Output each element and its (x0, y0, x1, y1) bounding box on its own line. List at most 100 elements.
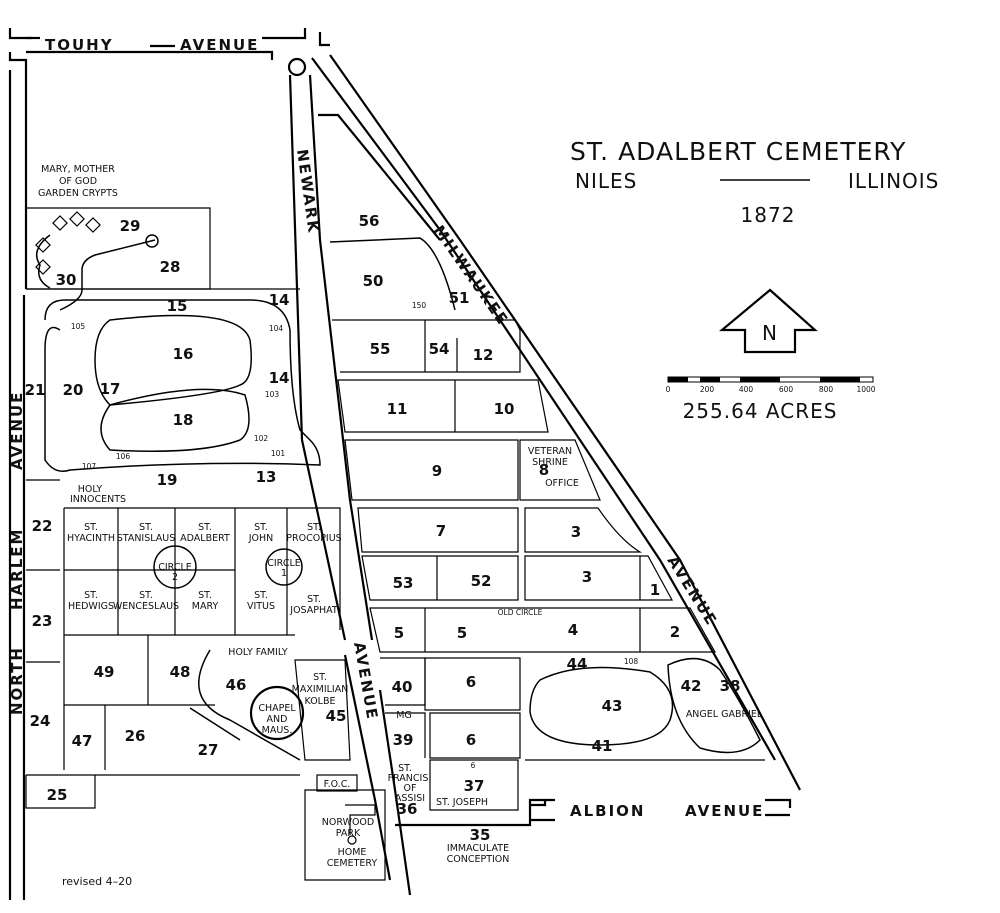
marker-102: 102 (254, 434, 269, 443)
hyacinth-label-1: ST. (84, 522, 98, 533)
section-21: 21 (25, 381, 46, 399)
section-55: 55 (370, 340, 391, 358)
section-37: 37 (464, 777, 485, 795)
north-arrow-icon: N (718, 288, 818, 354)
st-francis-label-1: ST. (398, 763, 412, 774)
section-28: 28 (160, 258, 181, 276)
revised-label: revised 4–20 (62, 875, 132, 888)
section-14a: 14 (269, 291, 290, 309)
section-23: 23 (32, 612, 53, 630)
acres-label: 255.64 ACRES (683, 399, 838, 423)
mary-mother-label-1: MARY, MOTHER (41, 164, 115, 175)
north-label: N (762, 321, 778, 345)
milwaukee-label: MILWAUKEE (430, 222, 513, 329)
josaphat-label-2: JOSAPHAT (289, 605, 338, 616)
section-38: 38 (720, 677, 741, 695)
section-19: 19 (157, 471, 178, 489)
norwood-label-2: PARK (336, 828, 361, 839)
innocents-label: INNOCENTS (70, 494, 126, 505)
section-5b: 5 (457, 624, 467, 642)
section-52: 52 (471, 572, 492, 590)
state-label: ILLINOIS (848, 169, 939, 193)
section-11: 11 (387, 400, 408, 418)
scale-tick-400: 400 (739, 385, 754, 394)
section-49: 49 (94, 663, 115, 681)
st-francis-label-4: ASSISI (395, 793, 425, 804)
kolbe-label-3: KOLBE (304, 696, 335, 707)
office-label: OFFICE (545, 478, 579, 489)
stanislaus-label-2: STANISLAUS (117, 533, 176, 544)
scale-tick-0: 0 (666, 385, 671, 394)
scale-tick-600: 600 (779, 385, 794, 394)
section-outlines (25, 207, 765, 881)
albion-avenue-label: AVENUE (685, 802, 764, 820)
section-51: 51 (449, 289, 470, 307)
section-12: 12 (473, 346, 494, 364)
josaphat-label-1: ST. (307, 594, 321, 605)
section-27: 27 (198, 741, 219, 759)
section-25: 25 (47, 786, 68, 804)
section-50: 50 (363, 272, 384, 290)
section-41: 41 (592, 737, 613, 755)
section-3a: 3 (571, 523, 581, 541)
circle-1-label-2: 1 (281, 568, 287, 579)
hyacinth-label-2: HYACINTH (67, 533, 115, 544)
foc-label: F.O.C. (324, 779, 351, 790)
section-13: 13 (256, 468, 277, 486)
title-block: ST. ADALBERT CEMETERY NILES ILLINOIS 187… (570, 137, 939, 423)
year-label: 1872 (741, 203, 796, 227)
section-47: 47 (72, 732, 93, 750)
chapel-label-3: MAUS. (262, 725, 293, 736)
city-label: NILES (575, 169, 637, 193)
marker-103: 103 (265, 390, 280, 399)
circle-2-label-2: 2 (172, 572, 178, 583)
harlem-label: HARLEM (8, 528, 26, 610)
north-label-harlem: NORTH (8, 646, 26, 715)
mary-mother-label-2: OF GOD (59, 176, 97, 187)
marker-107: 107 (82, 462, 97, 471)
procopius-label-2: PROCOPIUS (286, 533, 341, 544)
wenceslaus-label-2: WENCESLAUS (113, 601, 179, 612)
marker-150: 150 (412, 301, 427, 310)
section-53: 53 (393, 574, 414, 592)
section-26: 26 (125, 727, 146, 745)
section-5a: 5 (394, 624, 404, 642)
vitus-label-2: VITUS (247, 601, 275, 612)
scale-tick-800: 800 (819, 385, 834, 394)
section-39: 39 (393, 731, 414, 749)
section-36: 36 (397, 800, 418, 818)
marker-106: 106 (116, 452, 131, 461)
section-4: 4 (568, 621, 578, 639)
section-6b: 6 (466, 731, 476, 749)
holy-label: HOLY (78, 484, 103, 495)
mary-label-2: MARY (192, 601, 219, 612)
section-1: 1 (650, 581, 660, 599)
immaculate-label-1: IMMACULATE (447, 843, 509, 854)
circle-1-label-1: CIRCLE (267, 558, 301, 569)
adalbert-label-2: ADALBERT (180, 533, 230, 544)
old-circle-label: OLD CIRCLE (498, 608, 543, 617)
norwood-label-4: CEMETERY (327, 858, 378, 869)
angel-gabriel-label: ANGEL GABRIEL (686, 709, 763, 720)
map-title: ST. ADALBERT CEMETERY (570, 137, 906, 166)
newark-label: NEWARK (293, 148, 323, 235)
section-22: 22 (32, 517, 53, 535)
section-6c: 6 (471, 761, 476, 770)
section-24: 24 (30, 712, 51, 730)
scale-bar: 0 200 400 600 800 1000 (666, 376, 876, 394)
garden-crypts-icon (35, 211, 101, 289)
chapel-label-1: CHAPEL (258, 703, 296, 714)
john-label-1: ST. (254, 522, 268, 533)
circle-2-label-1: CIRCLE (158, 562, 192, 573)
shrine-label: SHRINE (532, 457, 568, 468)
stanislaus-label-1: ST. (139, 522, 153, 533)
named-areas: MARY, MOTHER OF GOD GARDEN CRYPTS VETERA… (38, 164, 763, 869)
section-7: 7 (436, 522, 446, 540)
vitus-label-1: ST. (254, 590, 268, 601)
marker-108: 108 (624, 657, 639, 666)
section-3b: 3 (582, 568, 592, 586)
section-18: 18 (173, 411, 194, 429)
mg-label: MG (396, 710, 412, 721)
hedwigs-label-2: HEDWIGS (68, 601, 114, 612)
